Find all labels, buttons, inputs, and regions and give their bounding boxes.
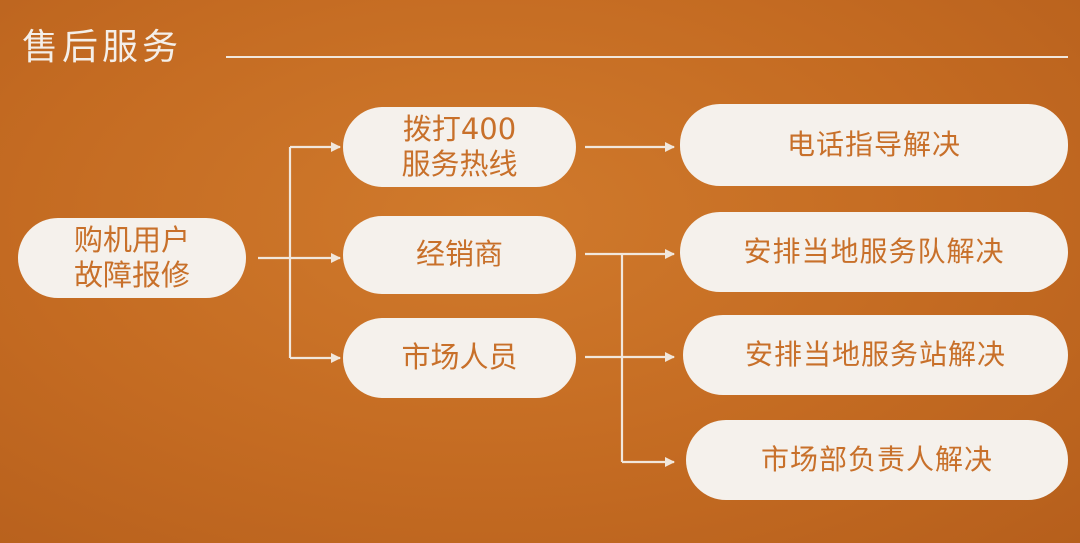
node-hotline: 拨打400 服务热线 [343,107,576,187]
node-user-fault-report-label: 购机用户 故障报修 [73,222,190,292]
node-dealer-label: 经销商 [415,237,503,272]
node-phone-guidance-label: 电话指导解决 [786,127,961,161]
node-local-service-station: 安排当地服务站解决 [683,315,1068,395]
node-market-manager-label: 市场部负责人解决 [760,442,993,476]
page-title: 售后服务 [22,27,183,68]
node-local-service-team: 安排当地服务队解决 [680,212,1068,292]
node-market-manager: 市场部负责人解决 [686,420,1068,500]
node-market-staff-label: 市场人员 [401,340,518,375]
node-market-staff: 市场人员 [343,318,576,398]
node-phone-guidance: 电话指导解决 [680,104,1068,186]
node-local-service-station-label: 安排当地服务站解决 [744,337,1006,371]
title-underline [226,56,1068,58]
node-hotline-label: 拨打400 服务热线 [401,111,518,181]
node-dealer: 经销商 [343,216,576,294]
node-local-service-team-label: 安排当地服务队解决 [743,234,1005,268]
node-user-fault-report: 购机用户 故障报修 [18,218,246,298]
